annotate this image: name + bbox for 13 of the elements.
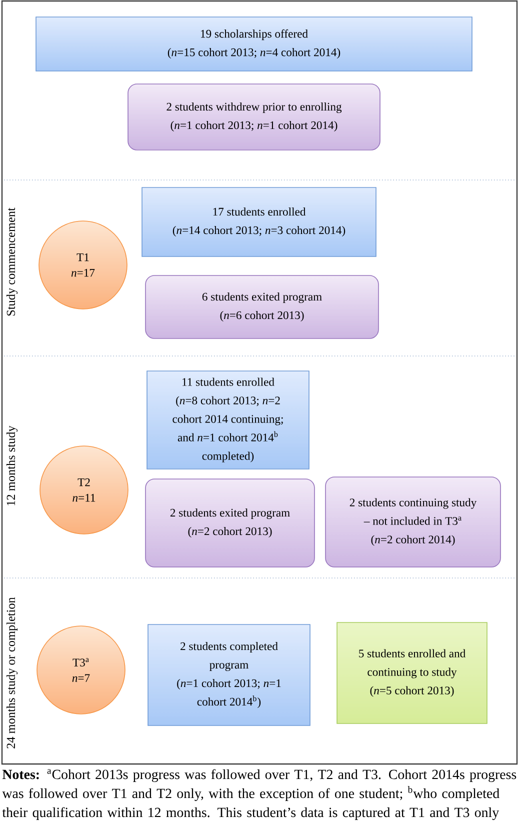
- section-label: 24 months study or completion: [6, 597, 18, 748]
- rounded-box: 2 students continuing study – not included in T3$^{a}$ (n=2 cohort 2014): [325, 476, 501, 568]
- process-box: 17 students enrolled (n=14 cohort 2013; n=3 cohort 2014): [142, 187, 376, 257]
- section-label: Study commencement: [6, 208, 18, 316]
- section-label: 12 months study: [6, 426, 18, 506]
- rounded-box: 2 students withdrew prior to enrolling (n=1 cohort 2013; n=1 cohort 2014): [128, 84, 380, 150]
- notes-caption: Notes: $^{a}$Cohort 2013s progress was followed over T1, T2 and T3. Cohort 2014s progress was followed over T1 and T2 only, with the exception of one student; $^{b}$who completed their qualification within 12 months. This student’s data is captured at T1 and T3 only: [2, 769, 516, 820]
- process-box: 11 students enrolled (n=8 cohort 2013; n=2 cohort 2014 continuing; and n=1 cohort 2014$^{b}$ completed): [146, 370, 310, 470]
- process-box: 19 scholarships offered (n=15 cohort 2013; n=4 cohort 2014): [36, 16, 472, 72]
- rounded-box: 2 students exited program (n=2 cohort 2013): [145, 478, 315, 568]
- process-box: 2 students completed program (n=1 cohort 2013; n=1 cohort 2014$^{b}$): [148, 624, 310, 726]
- rounded-box: 6 students exited program (n=6 cohort 2013): [145, 275, 379, 339]
- process-box: 5 students enrolled and continuing to study (n=5 cohort 2013): [336, 622, 488, 724]
